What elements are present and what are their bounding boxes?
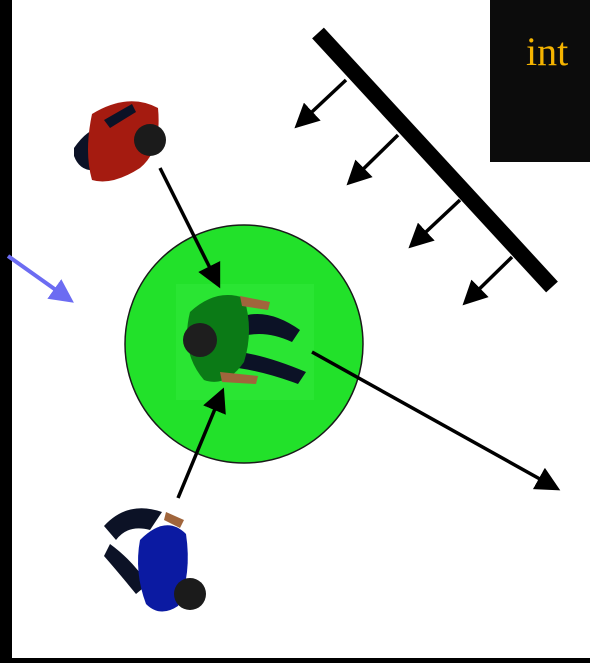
caption-box — [490, 0, 590, 162]
caption-text: int — [526, 28, 568, 76]
